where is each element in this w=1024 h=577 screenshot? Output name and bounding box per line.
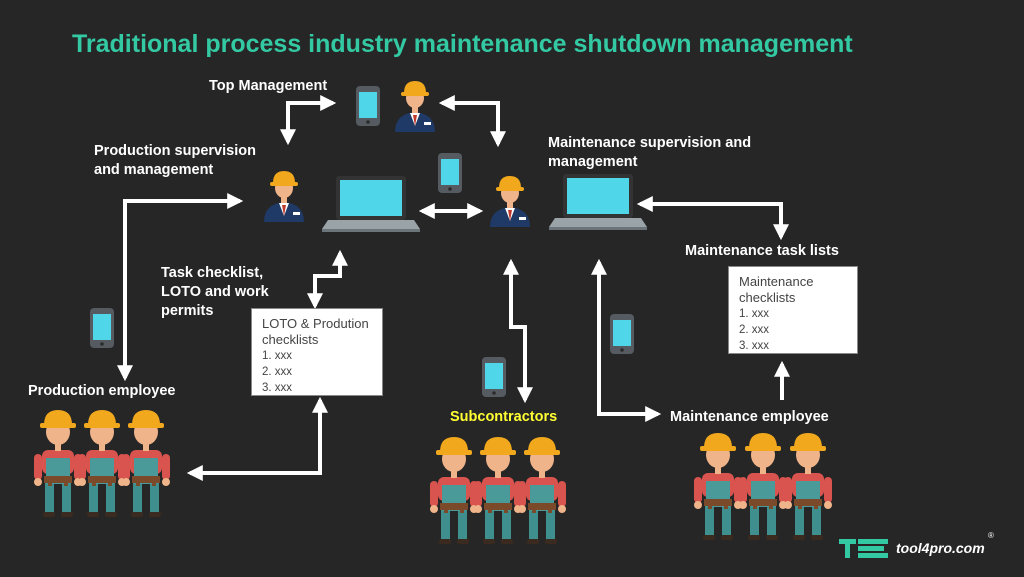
label-subcontractors: Subcontractors xyxy=(450,409,558,425)
arrow-maintenance-subcontractors xyxy=(503,258,533,404)
arrow-top-maintenance xyxy=(438,95,506,148)
list-item: 2. xxx xyxy=(262,366,293,378)
production-employee-phone-icon xyxy=(90,308,114,348)
list-item: 2. xxx xyxy=(739,324,770,336)
list-item: 1. xxx xyxy=(739,308,770,320)
maintenance-checklist-heading: Maintenance xyxy=(739,274,814,289)
label-maintenance-supervision: Maintenance supervision and management xyxy=(548,135,752,170)
label-production-supervision: Production supervision and management xyxy=(94,143,256,178)
maintenance-employee-phone-icon xyxy=(610,314,634,354)
top-management-phone-icon xyxy=(356,86,380,126)
arrow-top-production xyxy=(280,95,337,146)
label-maintenance-task-lists: Maintenance task lists xyxy=(685,243,839,259)
maintenance-laptop-icon xyxy=(549,174,647,230)
label-production-employee: Production employee xyxy=(28,383,176,399)
arrow-loto-employee xyxy=(186,396,328,481)
supervision-phone-icon xyxy=(438,153,462,193)
arrow-maintenance-employee xyxy=(591,258,662,422)
top-manager-icon xyxy=(395,81,435,132)
list-item: 3. xxx xyxy=(739,340,770,352)
brand-logo-icon xyxy=(839,539,888,558)
registered-mark: ® xyxy=(988,531,994,540)
loto-checklist-heading: LOTO & Prodution xyxy=(262,316,369,331)
subcontractor-phone-icon xyxy=(482,357,506,397)
arrow-production-employee xyxy=(117,193,244,382)
production-laptop-icon xyxy=(322,176,420,232)
production-supervisor-icon xyxy=(264,171,304,222)
list-item: 3. xxx xyxy=(262,382,293,394)
brand-name: tool4pro.com xyxy=(896,540,985,556)
production-employee-group-icon xyxy=(34,410,170,517)
arrow-maintenance-tasklists xyxy=(636,196,789,241)
maintenance-supervisor-icon xyxy=(490,176,530,227)
subcontractors-group-icon xyxy=(430,437,566,544)
label-top-management: Top Management xyxy=(209,78,328,94)
list-item: 1. xxx xyxy=(262,350,293,362)
flow-arrows xyxy=(117,95,790,481)
maintenance-checklist-card: Maintenance checklists 1. xxx 2. xxx 3. … xyxy=(728,266,858,354)
page-title: Traditional process industry maintenance… xyxy=(72,30,853,58)
maintenance-checklist-heading-line2: checklists xyxy=(739,290,796,305)
loto-checklist-heading-line2: checklists xyxy=(262,332,319,347)
maintenance-employee-group-icon xyxy=(694,433,832,540)
label-maintenance-employee: Maintenance employee xyxy=(670,409,829,425)
loto-checklist-card: LOTO & Prodution checklists 1. xxx 2. xx… xyxy=(251,308,383,396)
label-task-checklist: Task checklist, LOTO and work permits xyxy=(161,265,269,319)
arrow-production-loto xyxy=(307,249,348,310)
